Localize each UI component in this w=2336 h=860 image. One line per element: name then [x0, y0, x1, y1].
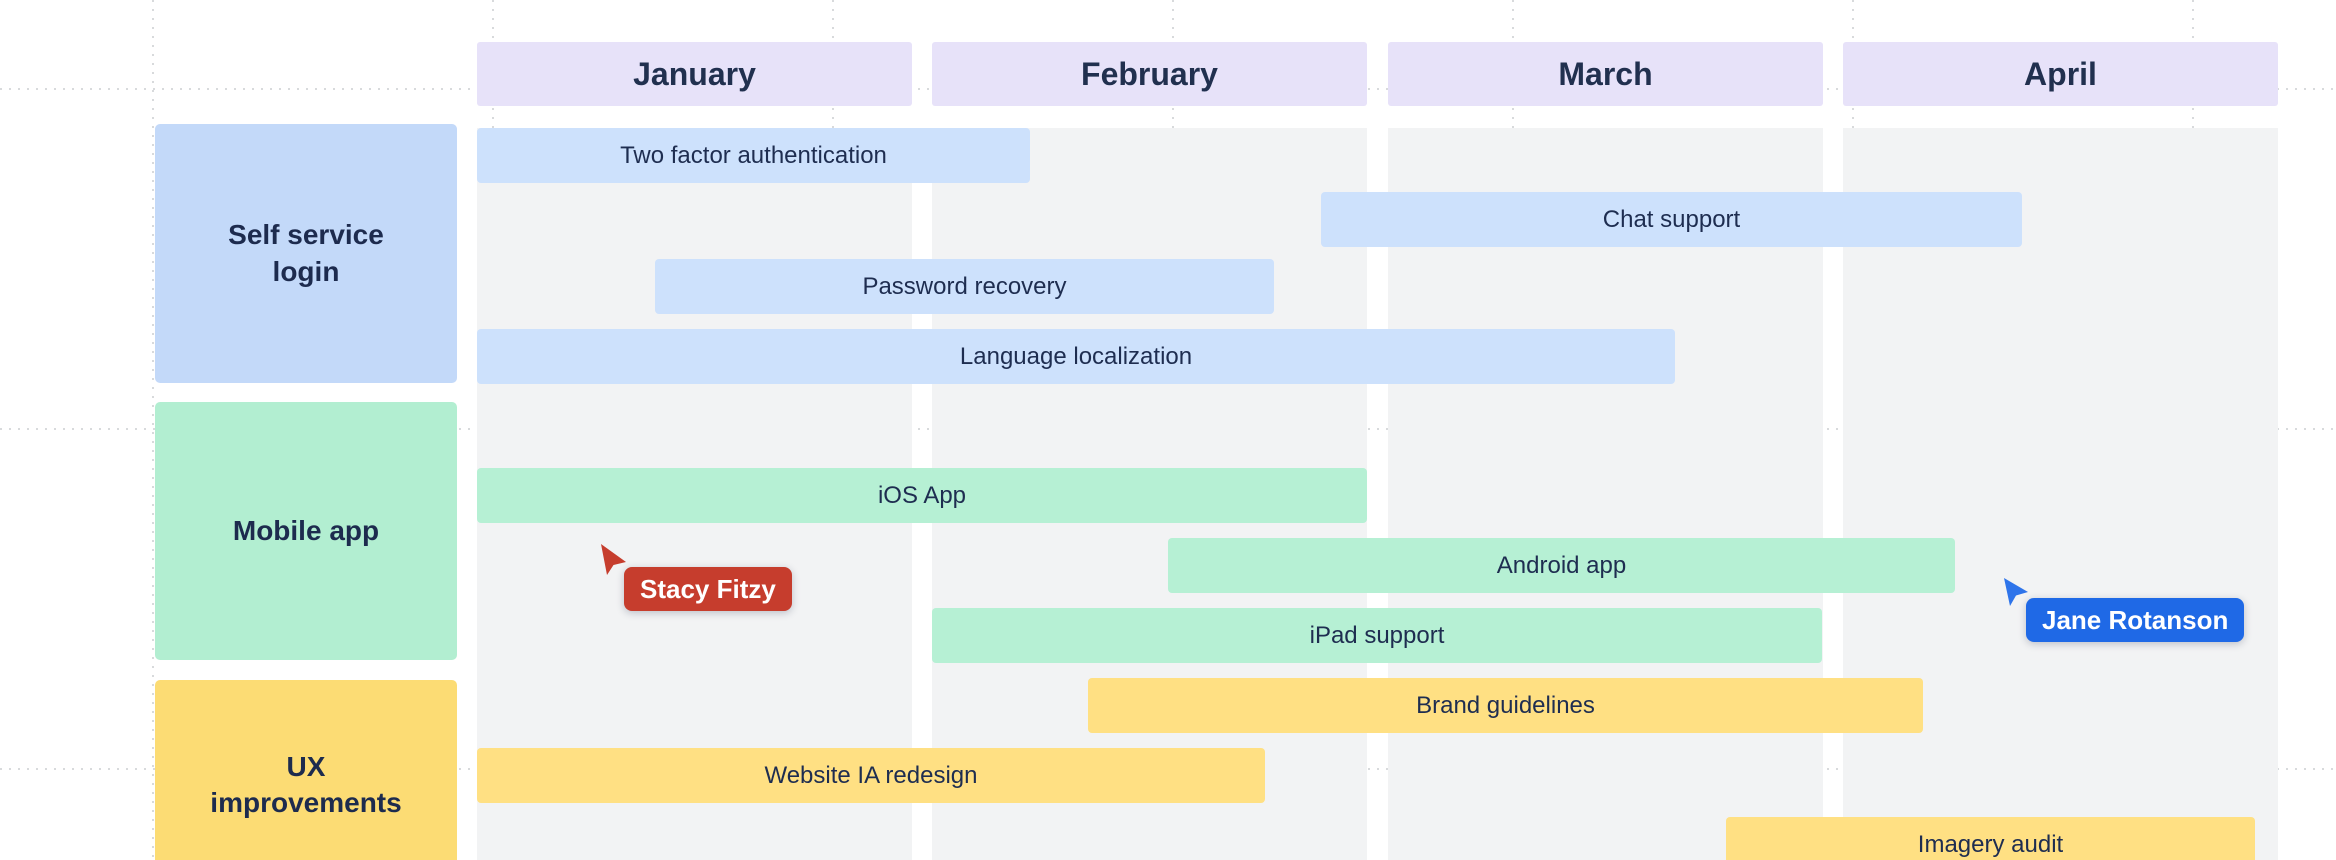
task-bar-chat-support[interactable]: Chat support	[1321, 192, 2022, 247]
task-bar-imagery-audit[interactable]: Imagery audit	[1726, 817, 2255, 860]
grid-line-vertical	[152, 0, 154, 860]
task-bar-website-ia-redesign[interactable]: Website IA redesign	[477, 748, 1265, 803]
cursor-arrow-icon	[2004, 578, 2028, 606]
month-header-april[interactable]: April	[1843, 42, 2278, 106]
task-bar-brand-guidelines[interactable]: Brand guidelines	[1088, 678, 1923, 733]
task-bar-password-recovery[interactable]: Password recovery	[655, 259, 1274, 314]
month-header-january[interactable]: January	[477, 42, 912, 106]
group-label-self-service-login[interactable]: Self service login	[155, 124, 457, 383]
task-bar-ios-app[interactable]: iOS App	[477, 468, 1367, 523]
month-header-february[interactable]: February	[932, 42, 1367, 106]
collaborator-cursor-stacy: Stacy Fitzy	[600, 543, 800, 623]
task-bar-android-app[interactable]: Android app	[1168, 538, 1955, 593]
group-label-ux-improvements[interactable]: UX improvements	[155, 680, 457, 860]
month-column-april	[1843, 128, 2278, 860]
task-bar-language-localization[interactable]: Language localization	[477, 329, 1675, 384]
month-header-march[interactable]: March	[1388, 42, 1823, 106]
month-column-march	[1388, 128, 1823, 860]
collaborator-name-badge: Jane Rotanson	[2026, 598, 2245, 642]
cursor-arrow-icon	[601, 544, 626, 575]
collaborator-name-badge: Stacy Fitzy	[624, 567, 792, 611]
task-bar-ipad-support[interactable]: iPad support	[932, 608, 1822, 663]
collaborator-cursor-jane: Jane Rotanson	[2003, 577, 2245, 657]
task-bar-two-factor-authentication[interactable]: Two factor authentication	[477, 128, 1030, 183]
group-label-mobile-app[interactable]: Mobile app	[155, 402, 457, 660]
